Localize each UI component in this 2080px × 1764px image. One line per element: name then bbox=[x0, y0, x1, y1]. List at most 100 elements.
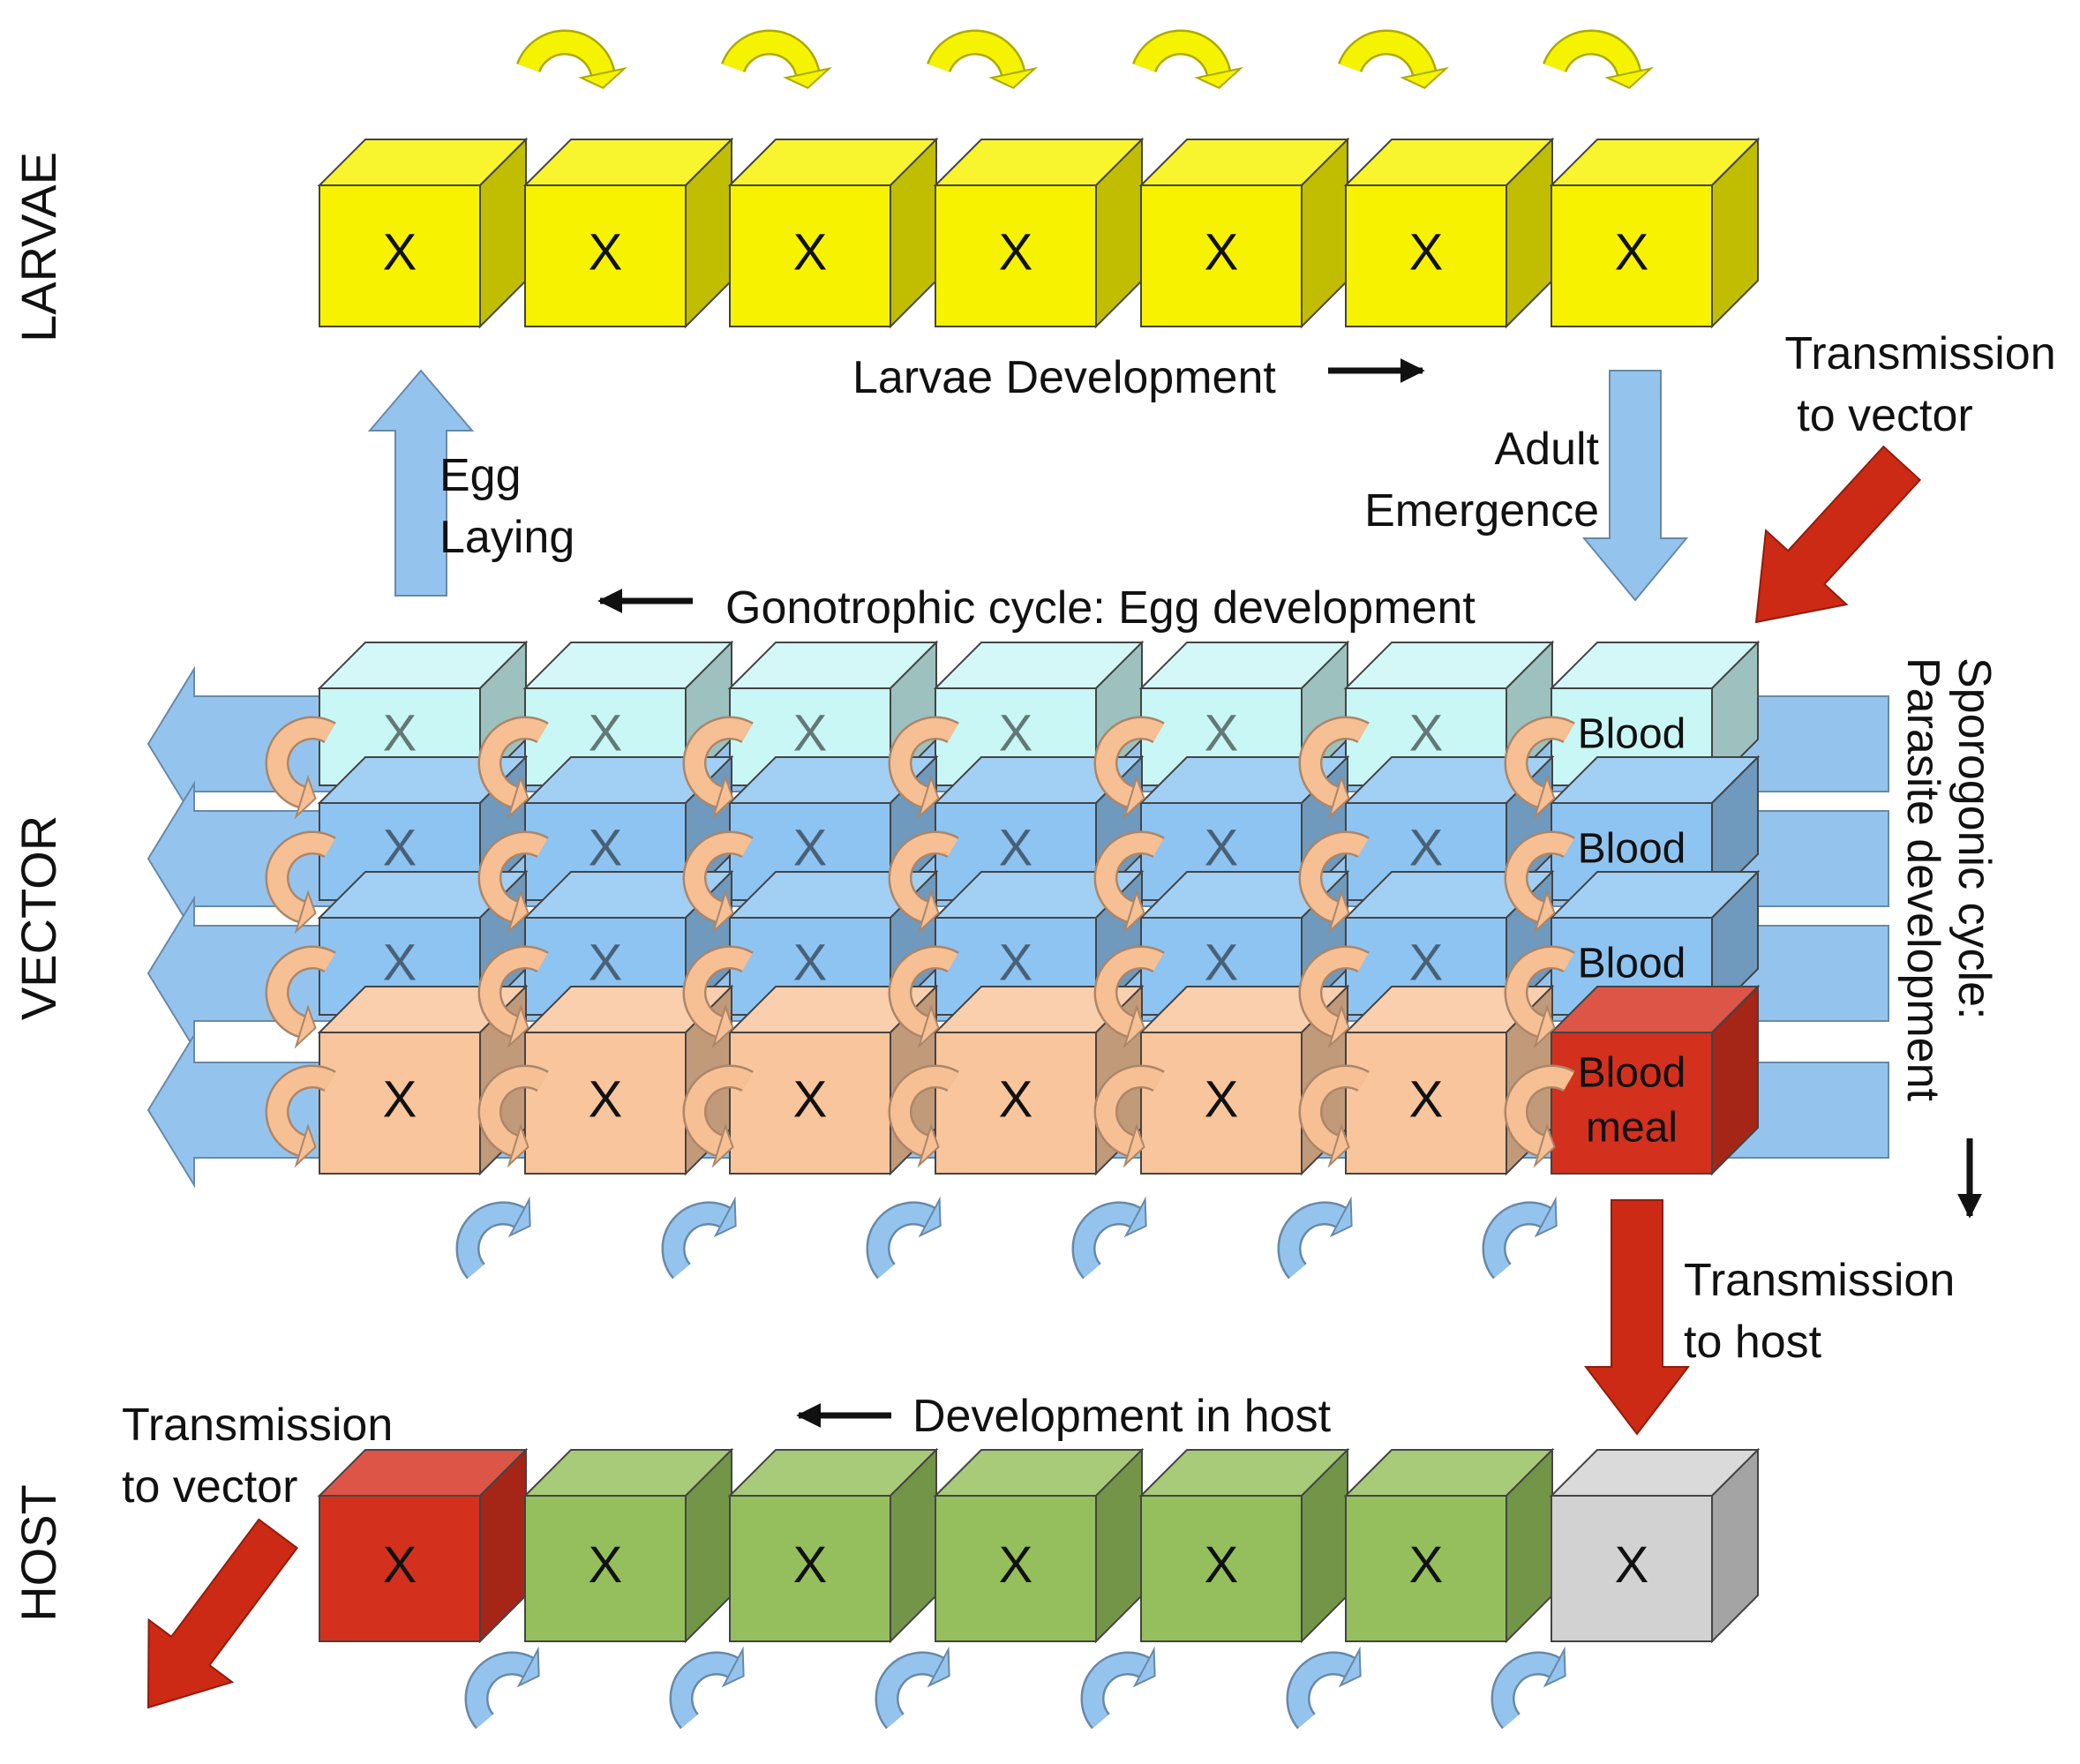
curved-arrow-head bbox=[713, 1196, 737, 1238]
vector-bottom-curved-arrow-icon-3 bbox=[866, 1196, 942, 1280]
vector-cube-r1-c4: X bbox=[933, 640, 1145, 788]
curved-arrow-head bbox=[1327, 1122, 1350, 1168]
cube-front-face bbox=[1551, 1032, 1713, 1175]
cube-label: X bbox=[383, 1070, 417, 1128]
curved-arrow-head bbox=[1194, 66, 1244, 89]
cube-label: X bbox=[1205, 1070, 1239, 1128]
cube-label: X bbox=[1409, 819, 1444, 876]
cube-label: X bbox=[1409, 1070, 1444, 1128]
egg-laying-label-line1: Egg bbox=[439, 450, 522, 501]
larvae-curved-arrow-icon-5 bbox=[1338, 29, 1450, 89]
host-cube-5: X bbox=[1138, 1447, 1350, 1644]
larvae-side-label: LARVAE bbox=[11, 152, 66, 342]
larvae-cube-1: X bbox=[317, 137, 529, 329]
curved-arrow-head bbox=[1329, 1196, 1353, 1238]
curved-arrow-body bbox=[1096, 718, 1164, 807]
transmission-to-vector-out-arrow-icon bbox=[146, 1518, 299, 1709]
cube-label: X bbox=[1409, 223, 1444, 281]
curved-arrow-body bbox=[458, 1204, 524, 1278]
curved-arrow-body bbox=[1301, 718, 1369, 807]
cube-label: Blood bbox=[1578, 711, 1686, 758]
cube-front-face bbox=[319, 184, 481, 327]
host-cube-3: X bbox=[727, 1447, 939, 1644]
curved-arrow-body bbox=[1074, 1204, 1140, 1278]
curved-arrow-head bbox=[1543, 1646, 1566, 1688]
vector-peach-curved-arrow-icon-r1-c4 bbox=[888, 716, 959, 820]
cube-label: X bbox=[793, 1070, 828, 1128]
cube-label: X bbox=[793, 819, 828, 876]
cube-front-face bbox=[1140, 184, 1303, 327]
cube-label: X bbox=[383, 704, 417, 762]
cube-label: X bbox=[383, 223, 417, 281]
cube-label: X bbox=[1205, 1536, 1239, 1594]
cube-label: X bbox=[999, 1536, 1033, 1594]
curved-arrow-head bbox=[1327, 889, 1350, 935]
cube-front-face bbox=[1551, 184, 1713, 327]
cube-label: X bbox=[1205, 819, 1239, 876]
cube-label: X bbox=[1409, 934, 1444, 991]
host-bottom-curved-arrow-icon-4 bbox=[1080, 1646, 1156, 1730]
curved-arrow-head bbox=[1123, 1003, 1145, 1049]
vector-peach-curved-arrow-icon-r3-c5 bbox=[1093, 945, 1165, 1049]
curved-arrow-head bbox=[1132, 1646, 1156, 1688]
vector-peach-curved-arrow-icon-r3-c1 bbox=[265, 945, 336, 1049]
curved-arrow-body bbox=[685, 1067, 753, 1155]
curved-arrow-body bbox=[1493, 1654, 1559, 1728]
cube-label: X bbox=[589, 819, 623, 876]
host-side-label: HOST bbox=[11, 1484, 66, 1622]
curved-arrow-body bbox=[890, 718, 958, 807]
curved-arrow-body bbox=[664, 1204, 730, 1278]
cube-label: X bbox=[1615, 1536, 1649, 1594]
curved-arrow-head bbox=[507, 1003, 529, 1049]
curved-arrow-body bbox=[267, 833, 335, 921]
cube-front-face bbox=[524, 1032, 687, 1175]
vector-peach-curved-arrow-icon-r1-c2 bbox=[477, 716, 549, 820]
cube-label: X bbox=[589, 704, 623, 762]
transmission-to-vector-top-line1: Transmission bbox=[1784, 328, 2055, 379]
curved-arrow-body bbox=[1083, 1654, 1149, 1728]
vector-peach-curved-arrow-icon-r2-c4 bbox=[888, 830, 959, 935]
curved-arrow-body bbox=[1096, 948, 1164, 1036]
curved-arrow-body bbox=[267, 948, 335, 1036]
adult-emergence-label-line1: Adult bbox=[1494, 424, 1599, 475]
larvae-cube-2: X bbox=[522, 137, 734, 329]
cube-front-face bbox=[1345, 184, 1507, 327]
larvae-cube-3: X bbox=[727, 137, 939, 329]
transmission-to-vector-bottom-line1: Transmission bbox=[122, 1400, 393, 1451]
sporogonic-cycle-label-line1: Sporogonic cycle: bbox=[1949, 657, 2000, 1019]
transmission-to-host-line1: Transmission bbox=[1684, 1255, 1955, 1306]
larvae-curved-arrow-icon-3 bbox=[927, 29, 1039, 89]
gonotrophic-cycle-label: Gonotrophic cycle: Egg development bbox=[725, 582, 1476, 634]
vector-peach-curved-arrow-icon-r3-c4 bbox=[888, 945, 959, 1049]
cube-label: X bbox=[383, 819, 417, 876]
curved-arrow-head bbox=[1533, 1122, 1556, 1168]
curved-arrow-body bbox=[480, 833, 548, 921]
curved-arrow-head bbox=[988, 66, 1039, 89]
vector-peach-curved-arrow-icon-r4-c5 bbox=[1093, 1064, 1165, 1168]
curved-arrow-body bbox=[467, 1654, 533, 1728]
larvae-cube-5: X bbox=[1138, 137, 1350, 329]
vector-bottom-curved-arrow-icon-5 bbox=[1277, 1196, 1353, 1280]
larvae-curved-arrow-icon-4 bbox=[1132, 29, 1244, 89]
development-in-host-label: Development in host bbox=[912, 1391, 1332, 1442]
vector-peach-curved-arrow-icon-r2-c6 bbox=[1298, 830, 1370, 935]
curved-arrow-body bbox=[1301, 1067, 1369, 1155]
vector-peach-curved-arrow-icon-r4-c6 bbox=[1298, 1064, 1370, 1168]
host-bottom-curved-arrow-icon-3 bbox=[875, 1646, 950, 1730]
curved-arrow-head bbox=[1123, 1196, 1147, 1238]
curved-arrow-head bbox=[711, 889, 734, 935]
vector-bottom-curved-arrow-icon-4 bbox=[1071, 1196, 1147, 1280]
larvae-cube-7: X bbox=[1549, 137, 1761, 329]
transmission-to-vector-top-line2: to vector bbox=[1797, 390, 1972, 441]
cube-label: X bbox=[999, 223, 1033, 281]
cube-label: X bbox=[999, 704, 1033, 762]
curved-arrow-head bbox=[711, 1003, 734, 1049]
curved-arrow-body bbox=[685, 718, 753, 807]
curved-arrow-head bbox=[918, 1196, 942, 1238]
vector-side-label: VECTOR bbox=[11, 815, 66, 1020]
vector-cube-r1-c7: Blood bbox=[1549, 640, 1761, 788]
vector-peach-curved-arrow-icon-r4-c1 bbox=[265, 1064, 336, 1168]
curved-arrow-body bbox=[1340, 32, 1435, 76]
curved-arrow-head bbox=[1533, 1003, 1556, 1049]
vector-peach-curved-arrow-icon-r3-c6 bbox=[1298, 945, 1370, 1049]
